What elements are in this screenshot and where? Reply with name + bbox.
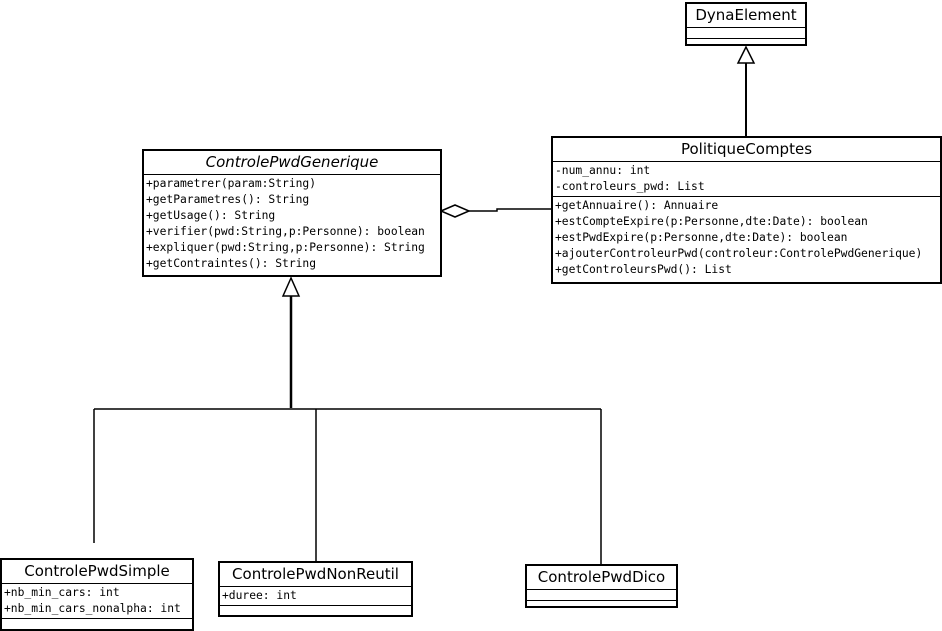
attributes-compartment [687,28,805,39]
attribute: +nb_min_cars: int [4,586,120,599]
class-name: ControlePwdSimple [2,560,192,584]
operations-compartment: +getAnnuaire(): Annuaire +estCompteExpir… [553,197,940,279]
operation: +getControleursPwd(): List [555,263,732,276]
operations-compartment [687,39,805,47]
attribute: -controleurs_pwd: List [555,180,705,193]
operation: +getParametres(): String [146,193,310,206]
class-name: PolitiqueComptes [553,138,940,162]
operation: +estPwdExpire(p:Personne,dte:Date): bool… [555,231,848,244]
class-name: ControlePwdDico [527,566,676,590]
operation: +expliquer(pwd:String,p:Personne): Strin… [146,241,425,254]
class-controlepwddico: ControlePwdDico [525,564,678,608]
operations-compartment [527,601,676,609]
attribute: +nb_min_cars_nonalpha: int [4,602,181,615]
operation: +verifier(pwd:String,p:Personne): boolea… [146,225,425,238]
class-name: ControlePwdNonReutil [220,563,411,587]
operations-compartment [220,606,411,612]
inheritance-arrowhead-controlepwdgenerique [281,276,301,297]
operation: +parametrer(param:String) [146,177,317,190]
operations-compartment: +parametrer(param:String) +getParametres… [144,175,440,273]
attributes-compartment [527,590,676,601]
operation: +estCompteExpire(p:Personne,dte:Date): b… [555,215,868,228]
attributes-compartment: +duree: int [220,587,411,606]
operation: +getAnnuaire(): Annuaire [555,199,719,212]
operation: +ajouterControleurPwd(controleur:Control… [555,247,923,260]
operation: +getContraintes(): String [146,257,317,270]
class-name: ControlePwdGenerique [144,151,440,175]
attribute: +duree: int [222,589,297,602]
attributes-compartment: +nb_min_cars: int +nb_min_cars_nonalpha:… [2,584,192,619]
inheritance-arrowhead-dynaelement [736,45,756,64]
class-name: DynaElement [687,4,805,28]
class-dynaelement: DynaElement [685,2,807,46]
aggregation-diamond [439,204,471,218]
aggregation-link [469,208,552,212]
class-controlepwdgenerique: ControlePwdGenerique +parametrer(param:S… [142,149,442,277]
class-controlepwdsimple: ControlePwdSimple +nb_min_cars: int +nb_… [0,558,194,631]
class-politiquecomptes: PolitiqueComptes -num_annu: int -control… [551,136,942,284]
attribute: -num_annu: int [555,164,651,177]
operations-compartment [2,619,192,625]
attributes-compartment: -num_annu: int -controleurs_pwd: List [553,162,940,197]
operation: +getUsage(): String [146,209,276,222]
class-controlepwdnonreutil: ControlePwdNonReutil +duree: int [218,561,413,617]
